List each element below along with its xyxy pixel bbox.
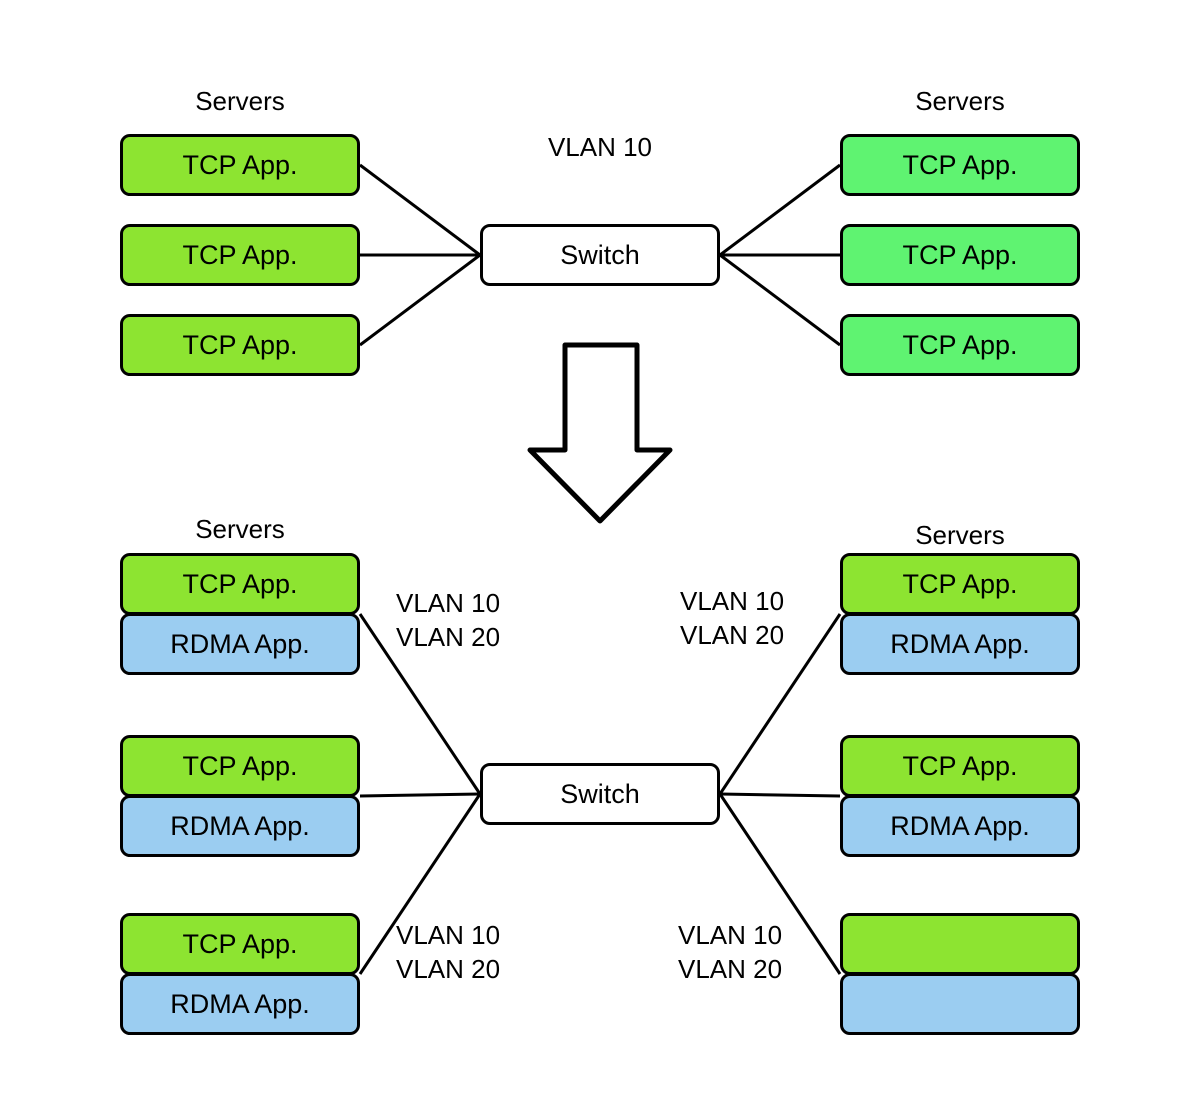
vlan-line: VLAN 10: [680, 586, 785, 616]
connector-line: [719, 792, 841, 798]
connector-line: [358, 793, 482, 975]
rdma-app-node: RDMA App.: [840, 795, 1080, 857]
vlan-pair-right-top: VLAN 10 VLAN 20: [680, 584, 784, 652]
vlan-label-top: VLAN 10: [547, 132, 653, 162]
vlan-line: VLAN 20: [396, 622, 501, 652]
vlan-line: VLAN 10: [396, 920, 501, 950]
tcp-app-node: TCP App.: [840, 553, 1080, 615]
rdma-app-node: RDMA App.: [120, 795, 360, 857]
servers-title-top-right: Servers: [915, 86, 1005, 116]
vlan-line: VLAN 20: [680, 620, 785, 650]
vlan-pair-left-top: VLAN 10 VLAN 20: [396, 586, 500, 654]
vlan-line: VLAN 20: [678, 954, 783, 984]
rdma-app-node: RDMA App.: [120, 973, 360, 1035]
tcp-app-node: TCP App.: [840, 735, 1080, 797]
connector-line: [359, 253, 481, 347]
tcp-app-node: TCP App.: [120, 134, 360, 196]
connector-line: [359, 792, 481, 798]
tcp-app-node: TCP App.: [120, 913, 360, 975]
switch-node-top: Switch: [480, 224, 720, 286]
rdma-app-node: RDMA App.: [840, 613, 1080, 675]
servers-title-bottom-right: Servers: [915, 520, 1005, 550]
tcp-app-node: TCP App.: [120, 735, 360, 797]
tcp-app-node: TCP App.: [840, 224, 1080, 286]
rdma-app-node: [840, 973, 1080, 1035]
rdma-app-node: RDMA App.: [120, 613, 360, 675]
vlan-pair-left-bottom: VLAN 10 VLAN 20: [396, 918, 500, 986]
connector-line: [719, 163, 841, 257]
tcp-app-node: TCP App.: [120, 553, 360, 615]
connector-line: [358, 613, 482, 795]
connector-line: [718, 793, 842, 975]
vlan-line: VLAN 10: [678, 920, 783, 950]
vlan-line: VLAN 20: [396, 954, 501, 984]
connector-line: [719, 253, 841, 347]
tcp-app-node: TCP App.: [840, 314, 1080, 376]
servers-title-bottom-left: Servers: [195, 514, 285, 544]
servers-title-top-left: Servers: [195, 86, 285, 116]
connector-line: [718, 613, 842, 795]
tcp-app-node: [840, 913, 1080, 975]
tcp-app-node: TCP App.: [840, 134, 1080, 196]
connector-line: [359, 163, 481, 257]
tcp-app-node: TCP App.: [120, 224, 360, 286]
vlan-pair-right-bottom: VLAN 10 VLAN 20: [678, 918, 782, 986]
tcp-app-node: TCP App.: [120, 314, 360, 376]
vlan-line: VLAN 10: [396, 588, 501, 618]
switch-node-bottom: Switch: [480, 763, 720, 825]
down-arrow-icon: [527, 342, 673, 524]
